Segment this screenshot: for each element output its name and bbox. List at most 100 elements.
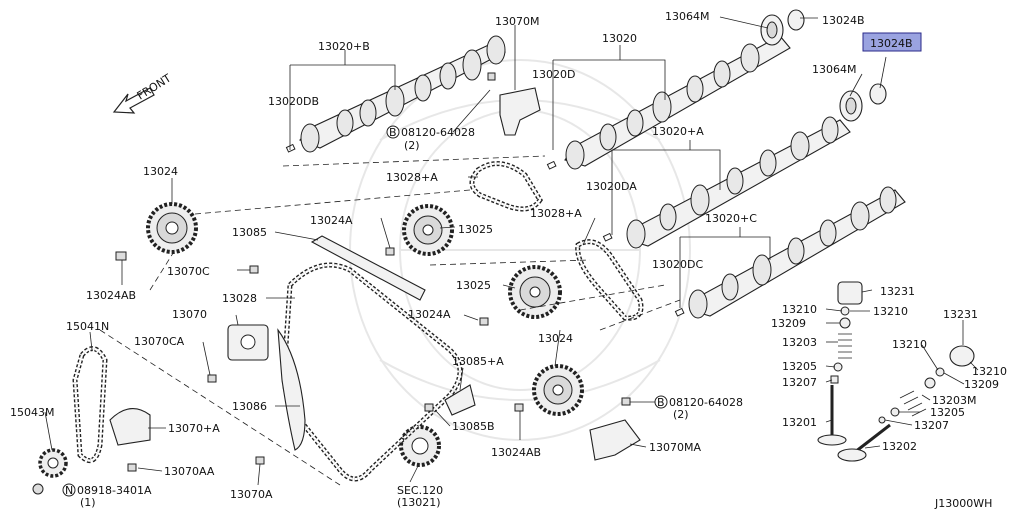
- label-13020A[interactable]: 13020+A: [652, 125, 704, 138]
- label-13210-b[interactable]: 13210: [873, 305, 908, 318]
- label-13070M[interactable]: 13070M: [495, 15, 539, 28]
- label-13209-b[interactable]: 13209: [964, 378, 999, 391]
- label-13025-top[interactable]: 13025: [458, 223, 493, 236]
- label-13203[interactable]: 13203: [782, 336, 817, 349]
- sprocket-13024-mid: [532, 364, 584, 416]
- plug-13024B-right: [869, 83, 887, 105]
- valve-small-parts: [830, 306, 945, 424]
- label-13070A[interactable]: 13070A: [230, 488, 273, 501]
- label-13202[interactable]: 13202: [882, 440, 917, 453]
- label-13020DB[interactable]: 13020DB: [268, 95, 319, 108]
- camshaft-13020: [564, 35, 791, 170]
- tensioner-13070M: [499, 87, 541, 136]
- label-13070CA[interactable]: 13070CA: [134, 335, 185, 348]
- label-13086[interactable]: 13086: [232, 400, 267, 413]
- svg-text:N: N: [65, 484, 73, 497]
- label-13024AB-mid[interactable]: 13024AB: [491, 446, 541, 459]
- chain-13028A-right: [575, 239, 644, 321]
- camshaft-13020B: [299, 35, 506, 153]
- bolt-marker-b-icon: B: [654, 395, 668, 409]
- label-13085[interactable]: 13085: [232, 226, 267, 239]
- label-13028[interactable]: 13028: [222, 292, 257, 305]
- label-13231-right[interactable]: 13231: [880, 285, 915, 298]
- label-13020DA[interactable]: 13020DA: [586, 180, 637, 193]
- label-13024AB-left[interactable]: 13024AB: [86, 289, 136, 302]
- leader-lines: [44, 16, 979, 486]
- label-13028A-right[interactable]: 13028+A: [530, 207, 582, 220]
- svg-text:B: B: [389, 126, 397, 139]
- label-13024-mid[interactable]: 13024: [538, 332, 573, 345]
- camshaft-13020A: [626, 116, 851, 249]
- label-sec-sub: (13021): [397, 496, 441, 509]
- label-13085B[interactable]: 13085B: [452, 420, 495, 433]
- label-13024A-mid[interactable]: 13024A: [408, 308, 451, 321]
- highlighted-label[interactable]: 13024B: [870, 37, 913, 50]
- chain-guide-13085: [310, 235, 426, 301]
- label-13020DC[interactable]: 13020DC: [652, 258, 703, 271]
- label-13064M-right[interactable]: 13064M: [812, 63, 856, 76]
- sprocket-13024-left: [146, 202, 198, 254]
- label-13210-d[interactable]: 13210: [972, 365, 1007, 378]
- guide-13085A: [444, 384, 476, 416]
- seal-13064M-right: [839, 90, 863, 122]
- label-13020[interactable]: 13020: [602, 32, 637, 45]
- highlighted-part-box[interactable]: [862, 32, 922, 52]
- label-13203M[interactable]: 13203M: [932, 394, 976, 407]
- valve-13202: [837, 423, 891, 462]
- lifter-13231-right: [837, 281, 863, 305]
- label-13020B[interactable]: 13020+B: [318, 40, 370, 53]
- bracket-13070A: [109, 408, 151, 446]
- tensioner-13070: [227, 324, 269, 361]
- label-nut-n[interactable]: 08918-3401A: [77, 484, 152, 497]
- label-13024A-top[interactable]: 13024A: [310, 214, 353, 227]
- sprocket-15043M: [38, 448, 68, 478]
- front-label: FRONT: [135, 71, 174, 102]
- sprocket-13025-mid: [508, 265, 562, 319]
- label-13020C[interactable]: 13020+C: [705, 212, 757, 225]
- label-13070MA[interactable]: 13070MA: [649, 441, 701, 454]
- label-bolt-b[interactable]: 08120-64028: [669, 396, 743, 409]
- front-arrow: FRONT: [112, 71, 174, 114]
- label-13024B-top[interactable]: 13024B: [822, 14, 865, 27]
- label-13210-c[interactable]: 13210: [892, 338, 927, 351]
- label-nut-n-qty: (1): [80, 496, 96, 509]
- label-13207-b[interactable]: 13207: [914, 419, 949, 432]
- label-13070C[interactable]: 13070C: [167, 265, 210, 278]
- label-13201[interactable]: 13201: [782, 416, 817, 429]
- label-13024-left[interactable]: 13024: [143, 165, 178, 178]
- label-13070AA[interactable]: 13070AA: [164, 465, 215, 478]
- tensioner-arm-13086: [277, 328, 306, 451]
- svg-text:B: B: [657, 396, 665, 409]
- chain-15041N: [72, 346, 108, 464]
- nut-marker-icon: N: [62, 483, 76, 497]
- label-15043M[interactable]: 15043M: [10, 406, 54, 419]
- label-15041N[interactable]: 15041N: [66, 320, 109, 333]
- label-13085A[interactable]: 13085+A: [452, 355, 504, 368]
- label-13205-a[interactable]: 13205: [782, 360, 817, 373]
- label-13209-a[interactable]: 13209: [771, 317, 806, 330]
- label-13028A-left[interactable]: 13028+A: [386, 171, 438, 184]
- label-13231-far[interactable]: 13231: [943, 308, 978, 321]
- label-bolt-a[interactable]: 08120-64028: [401, 126, 475, 139]
- sprocket-13025-top: [402, 204, 454, 256]
- label-13064M-top[interactable]: 13064M: [665, 10, 709, 23]
- bolts: [32, 72, 631, 495]
- label-sec-120[interactable]: SEC.120: [397, 484, 443, 497]
- label-13070A-plus[interactable]: 13070+A: [168, 422, 220, 435]
- plug-13024B-top: [787, 9, 805, 31]
- lifter-13231-far: [949, 345, 975, 367]
- label-13205-b[interactable]: 13205: [930, 406, 965, 419]
- crank-sprocket-13021: [399, 425, 441, 467]
- label-13025-mid[interactable]: 13025: [456, 279, 491, 292]
- label-13070[interactable]: 13070: [172, 308, 207, 321]
- diagram-code: J13000WH: [934, 497, 992, 510]
- label-13207-a[interactable]: 13207: [782, 376, 817, 389]
- tensioner-13070MA: [589, 419, 641, 461]
- label-13210-a[interactable]: 13210: [782, 303, 817, 316]
- bolt-marker-a-icon: B: [386, 125, 400, 139]
- valve-spring-13203M: [899, 390, 927, 417]
- camshaft-13020C: [688, 186, 906, 319]
- seal-13064M-top: [760, 14, 784, 46]
- label-13020D[interactable]: 13020D: [532, 68, 575, 81]
